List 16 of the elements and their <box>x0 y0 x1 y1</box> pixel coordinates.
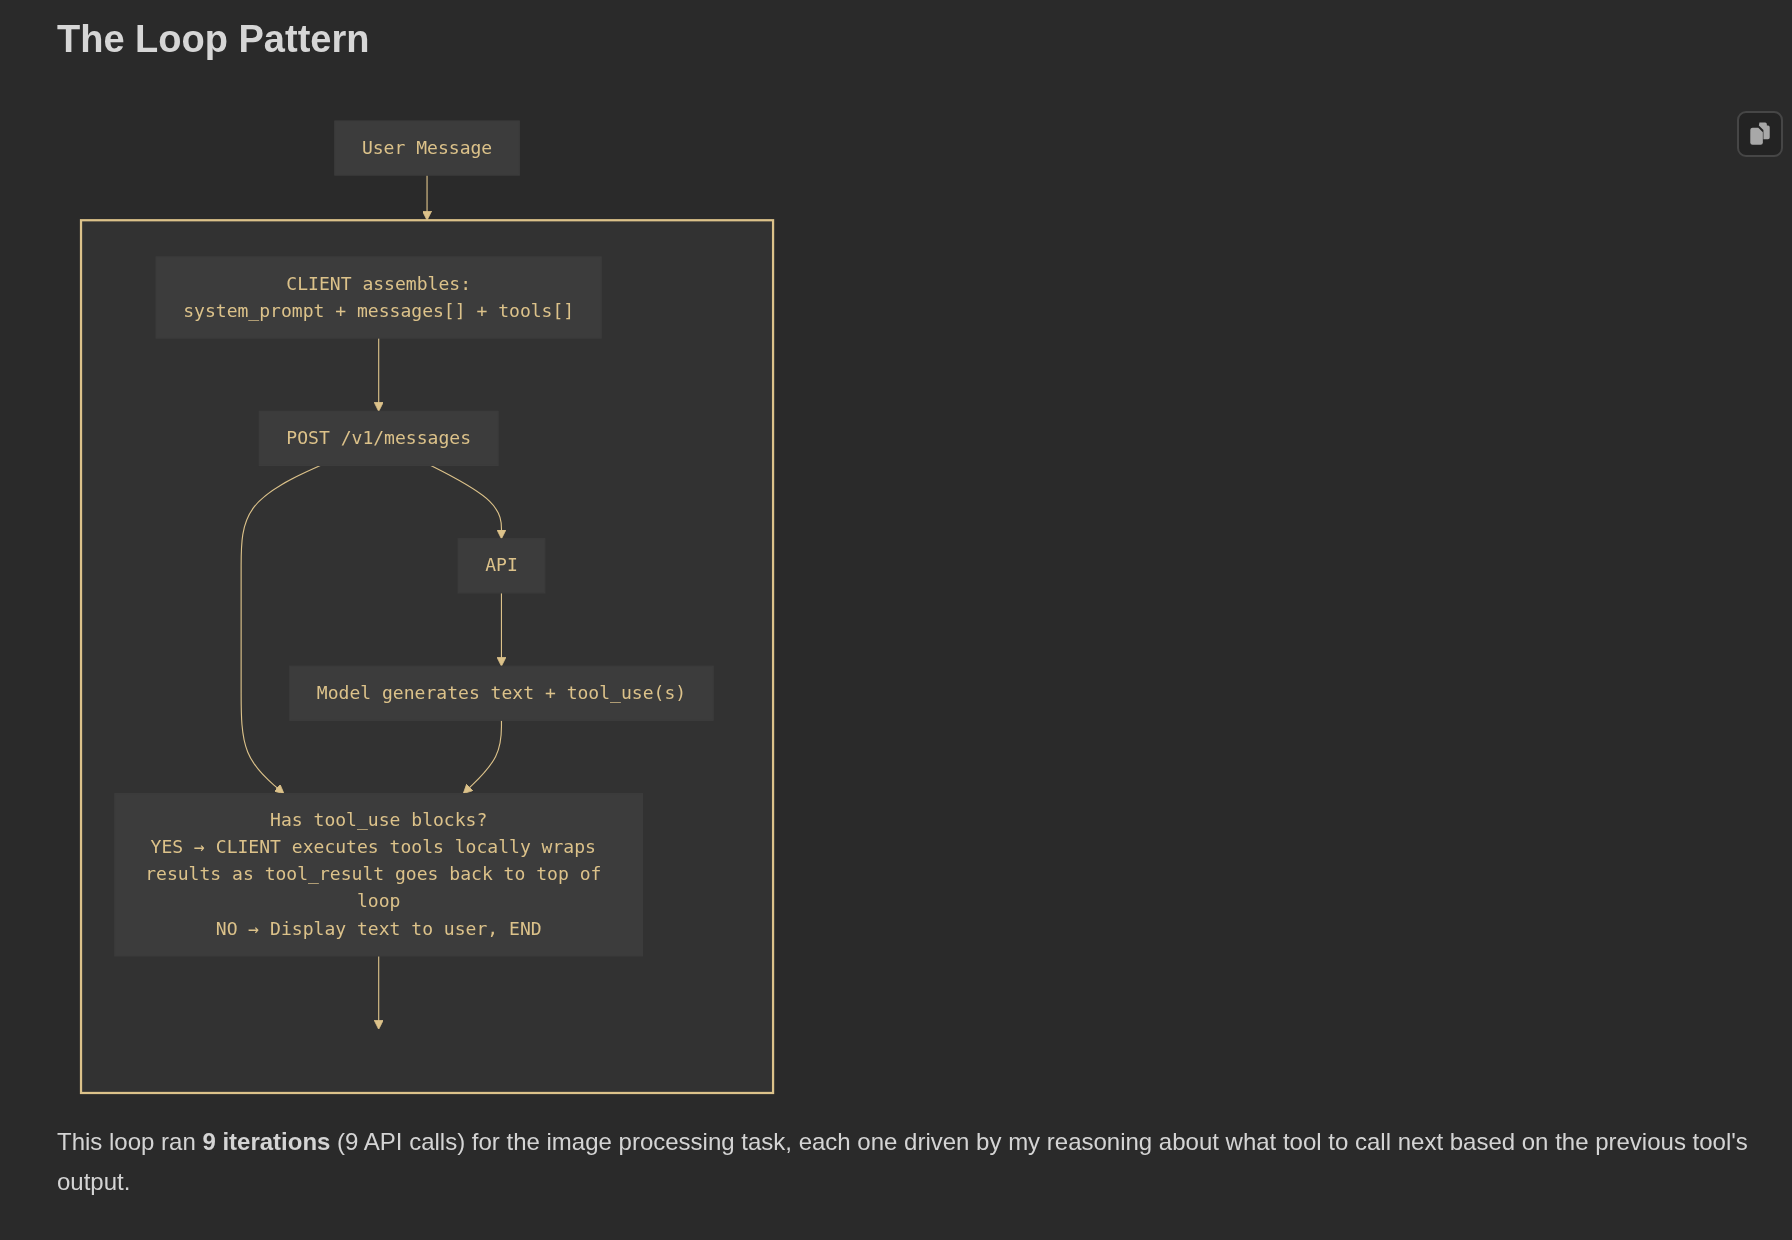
node-box: POST /v1/messages <box>258 410 499 467</box>
cluster <box>79 219 775 1095</box>
node-box: API <box>457 538 546 594</box>
node-box: Has tool_use blocks? YES → CLIENT executes tools locally wraps results as tool_result goes back to top of loop NO → Display text to user, END <box>114 793 644 957</box>
arrow <box>240 464 321 795</box>
caption-paragraph: This loop ran 9 iterations (9 API calls) for the image processing task, each one driven by my reasoning about what tool to call next based on the previous tool's output. <box>57 1127 1749 1197</box>
node-box: CLIENT assembles: system_prompt + messages[] + tools[] <box>155 256 602 339</box>
arrow <box>496 592 507 667</box>
node-box: User Message <box>334 120 520 176</box>
arrow <box>373 955 384 1030</box>
node-box: Model generates text + tool_use(s) <box>289 665 714 721</box>
page-title: The Loop Pattern <box>57 18 370 61</box>
arrow <box>462 719 503 795</box>
arrow <box>373 337 384 412</box>
arrow <box>430 464 507 540</box>
arrow <box>422 174 432 221</box>
